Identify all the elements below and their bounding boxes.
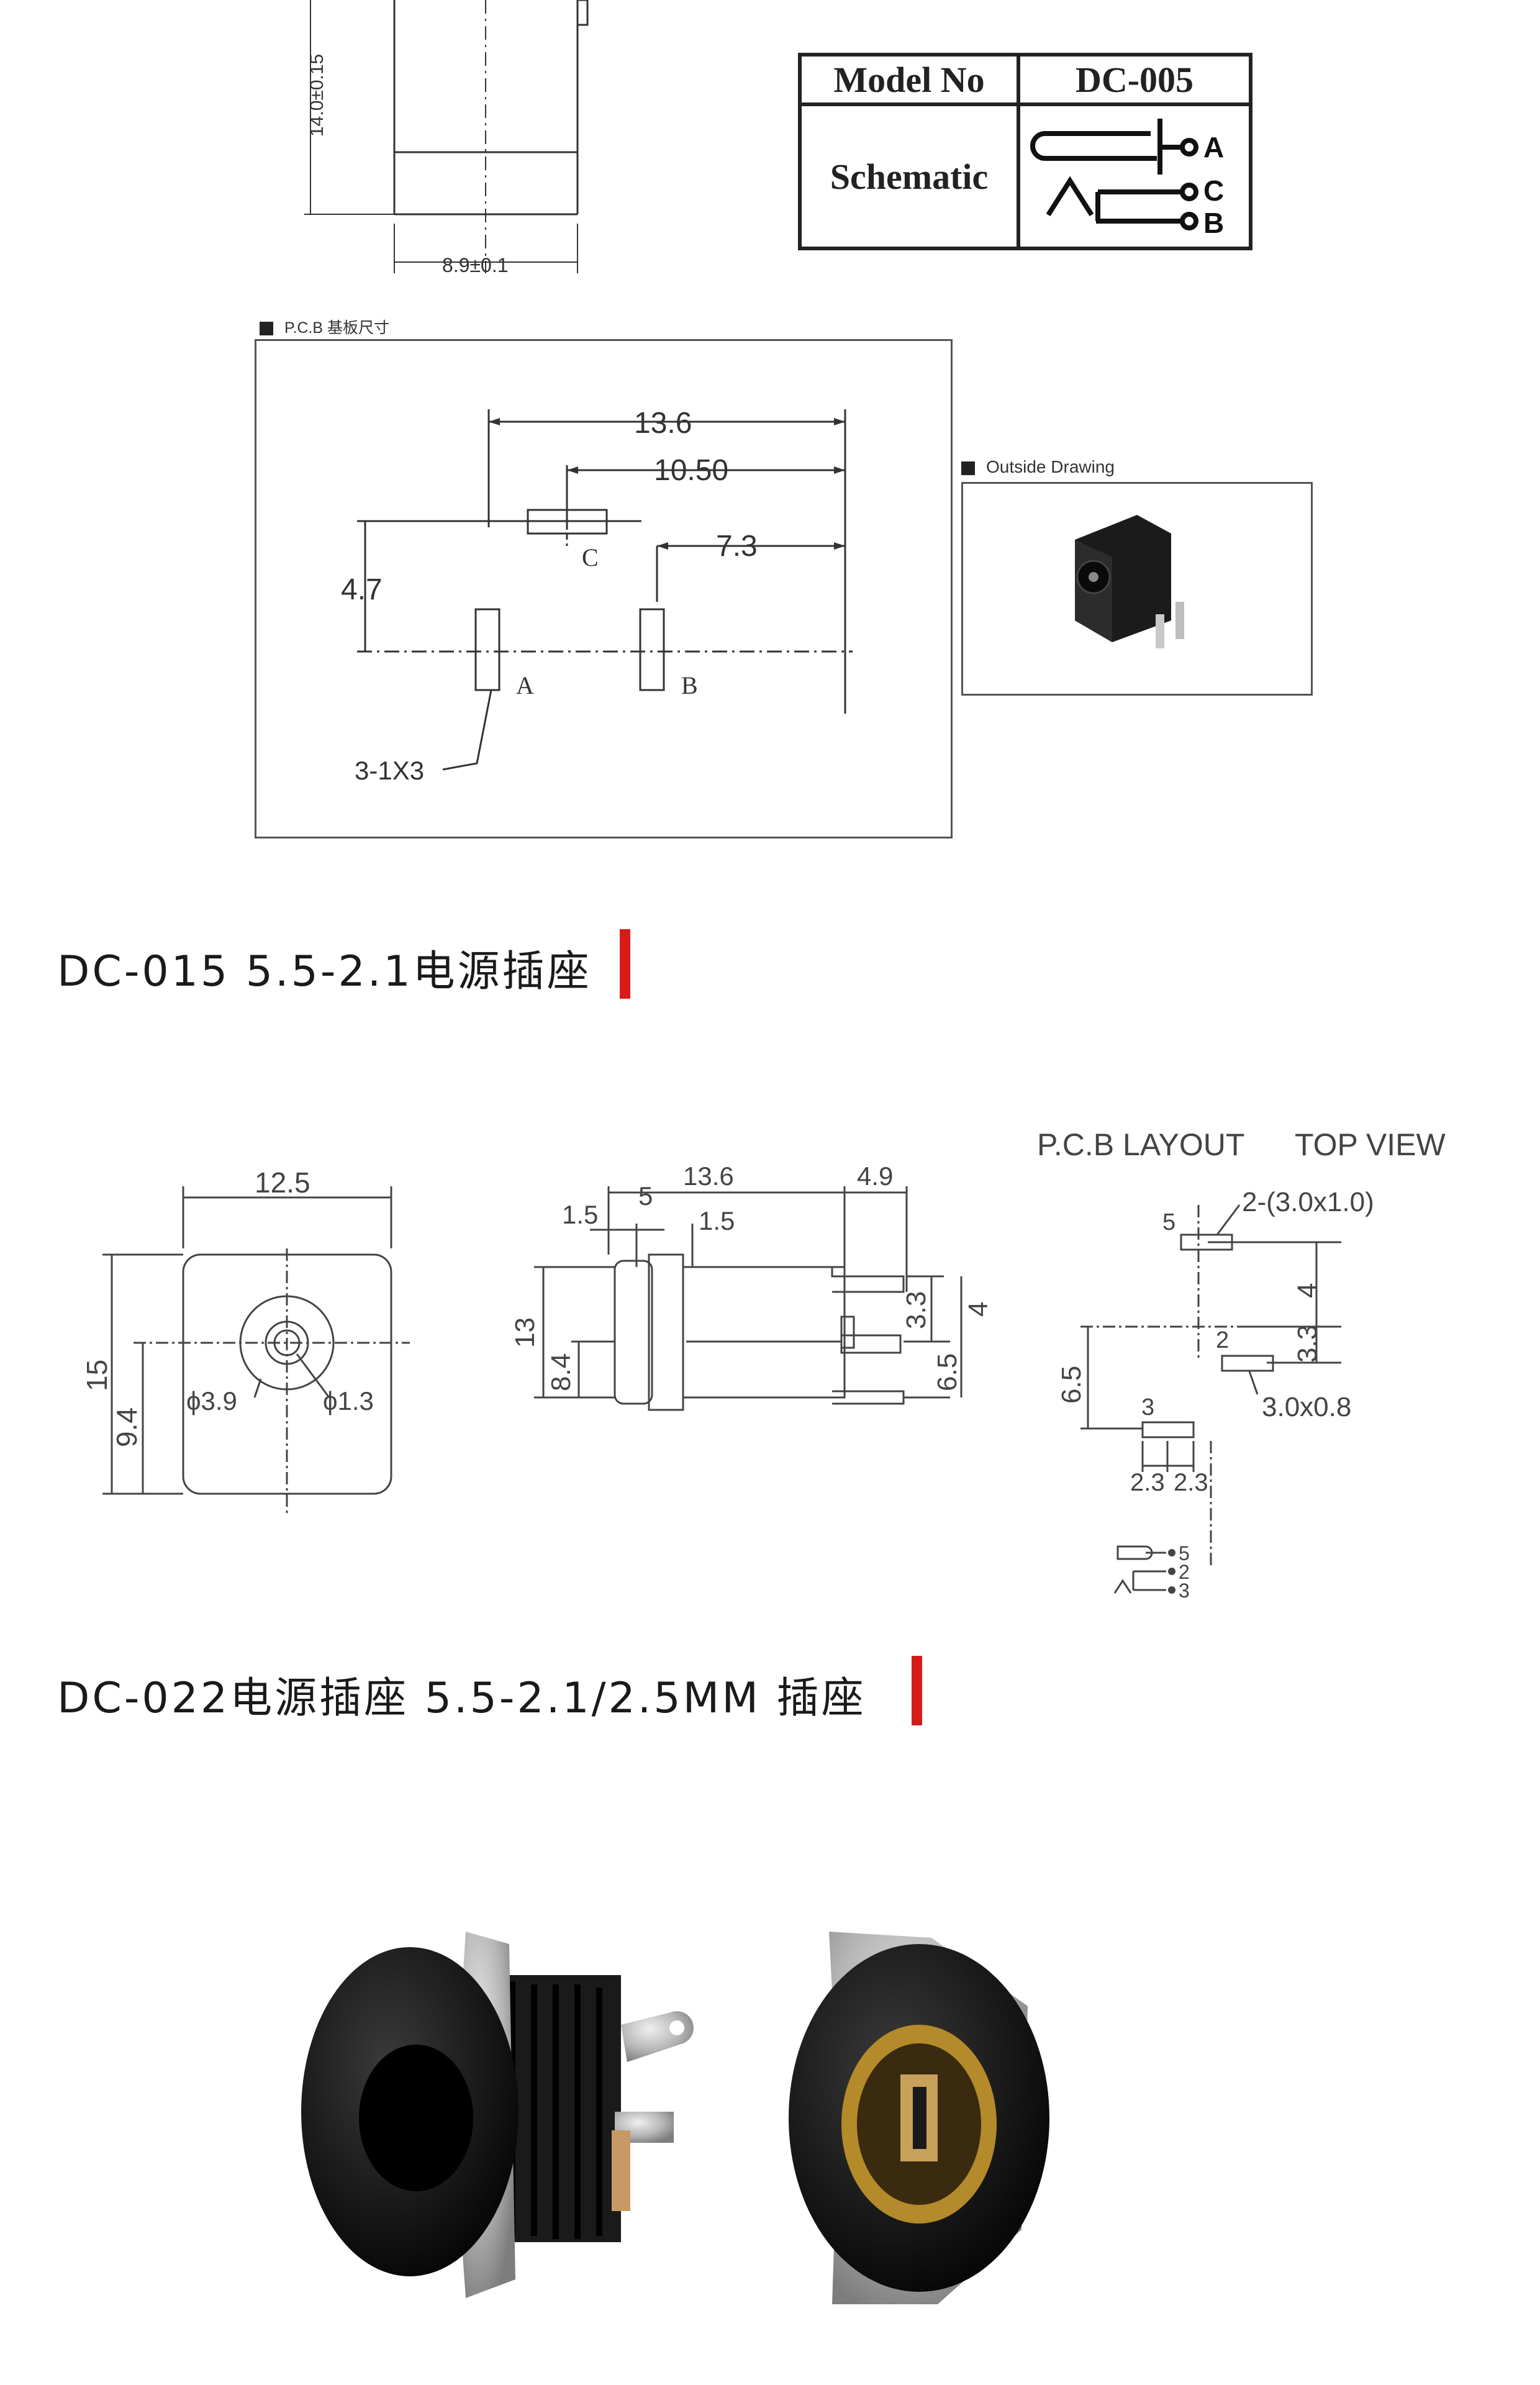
dc005-width-dim: 8.9±0.1 — [442, 254, 509, 276]
pcb-dim-3-3: 3.3 — [1292, 1325, 1323, 1363]
dc015-front-view: 12.5 15 9.4 ϕ3.9 ϕ1.3 — [81, 1166, 410, 1515]
legend-pin-5: 5 — [1179, 1542, 1190, 1565]
front-height-dim: 15 — [81, 1360, 113, 1391]
dc022-accent-bar — [912, 1656, 922, 1725]
pcb-dim-b: 7.3 — [716, 530, 758, 563]
dc015-heading: DC-015 5.5-2.1电源插座 — [57, 947, 592, 996]
side-p1-dim: 4 — [963, 1302, 994, 1317]
pcb-drawing-box: 13.6 10.50 7.3 4.7 C A B 3-1X3 — [255, 339, 953, 838]
pcb-dim-2-3-b: 2.3 — [1174, 1469, 1208, 1496]
dc005-height-dim: 14.0±0.15 — [307, 54, 327, 137]
pcb-layout-title: P.C.B LAYOUT — [1037, 1127, 1244, 1162]
side-b-dim: 5 — [638, 1181, 653, 1211]
pcb-hole-note: 3-1X3 — [355, 756, 424, 785]
dc005-jack-photo — [1075, 515, 1184, 648]
pcb-dim-4: 4 — [1292, 1283, 1323, 1298]
side-a-dim: 1.5 — [562, 1200, 598, 1229]
title-square-icon — [260, 322, 273, 336]
pcb-dim-height: 4.7 — [341, 573, 383, 606]
model-no-label: Model No — [833, 59, 985, 100]
dc022-jack-front — [301, 1932, 694, 2298]
pcb-pad-c: C — [582, 543, 599, 571]
front-outer-diameter: ϕ3.9 — [186, 1386, 237, 1415]
side-p3-dim: 6.5 — [932, 1353, 962, 1391]
dc022-jack-back — [789, 1932, 1049, 2304]
schematic-symbol: A C B — [1030, 119, 1224, 239]
outside-drawing-box — [961, 482, 1313, 696]
dc015-pcb-layout: P.C.B LAYOUT TOP VIEW 5 2 3 2-(3.0x1.0) … — [1037, 1127, 1446, 1602]
pcb-dim-6-5: 6.5 — [1056, 1366, 1087, 1404]
pcb-pad3-label: 3 — [1141, 1394, 1154, 1420]
dc022-heading: DC-022电源插座 5.5-2.1/2.5MM 插座 — [57, 1674, 866, 1723]
front-width-dim: 12.5 — [255, 1166, 310, 1199]
top-view-title: TOP VIEW — [1295, 1127, 1446, 1162]
side-h1-dim: 13 — [510, 1317, 540, 1348]
pcb-dim-c: 10.50 — [654, 454, 728, 487]
side-p2-dim: 3.3 — [901, 1291, 931, 1329]
schematic-pin-c: C — [1203, 175, 1224, 207]
pcb-title: P.C.B 基板尺寸 — [260, 316, 389, 338]
pcb-dim-total: 13.6 — [634, 407, 692, 440]
pcb-dimension-drawing: 13.6 10.50 7.3 4.7 C A B 3-1X3 — [341, 407, 853, 785]
schematic-pin-b: B — [1203, 207, 1224, 239]
legend-pin-3: 3 — [1179, 1579, 1190, 1602]
schematic-pin-a: A — [1203, 131, 1224, 163]
pcb-slot-small: 3.0x0.8 — [1262, 1392, 1351, 1422]
side-h2-dim: 8.4 — [546, 1353, 576, 1391]
front-center-dim: 9.4 — [111, 1407, 143, 1447]
pcb-dim-2-3-a: 2.3 — [1130, 1469, 1165, 1496]
pcb-pad5-label: 5 — [1162, 1209, 1175, 1235]
side-length-dim: 13.6 — [683, 1161, 734, 1191]
dc005-dimension-drawing: 14.0±0.15 8.9±0.1 — [304, 0, 589, 276]
model-table: Model No DC-005 Schematic A C B — [798, 53, 1252, 250]
schematic-label: Schematic — [830, 156, 989, 197]
front-inner-diameter: ϕ1.3 — [323, 1386, 374, 1415]
pcb-pad-b: B — [681, 671, 698, 699]
model-no-value: DC-005 — [1075, 59, 1194, 100]
side-pins-dim: 4.9 — [857, 1161, 893, 1191]
pcb-pad-a: A — [516, 671, 534, 699]
legend-pin-2: 2 — [1179, 1561, 1190, 1583]
dc015-accent-bar — [620, 929, 630, 999]
pcb-slot-big: 2-(3.0x1.0) — [1242, 1187, 1374, 1217]
side-c-dim: 1.5 — [699, 1206, 735, 1235]
pcb-pad2-label: 2 — [1216, 1327, 1229, 1353]
title-square-icon — [961, 461, 975, 475]
dc022-product-photo — [301, 1932, 1049, 2304]
outside-drawing-title: Outside Drawing — [961, 457, 1115, 477]
dc015-side-view: 13.6 4.9 1.5 5 1.5 13 8.4 4 3.3 6.5 — [510, 1161, 994, 1411]
